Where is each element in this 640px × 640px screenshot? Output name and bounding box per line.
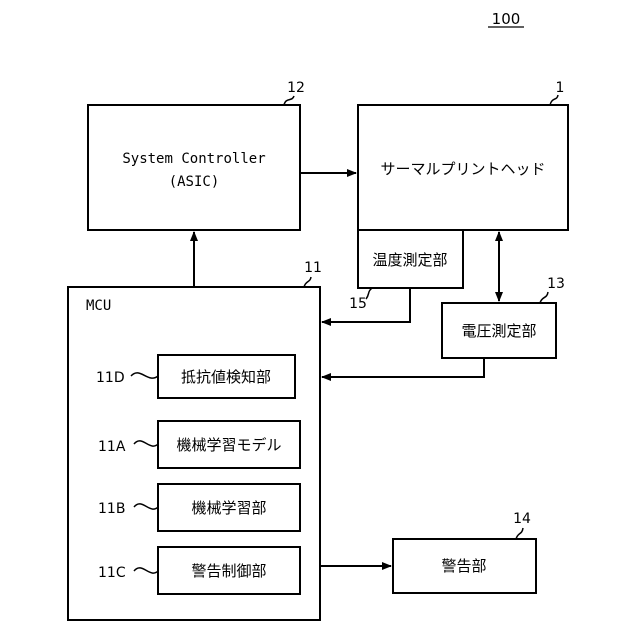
voltage-sensor-ref: 13 — [547, 276, 565, 292]
ml-model-label: 機械学習モデル — [176, 436, 281, 454]
thermal-print-head-label: サーマルプリントヘッド — [380, 160, 545, 178]
system-controller-block: System Controller (ASIC) — [88, 105, 300, 230]
ml-model-ref: 11A — [98, 439, 126, 455]
system-controller-title: System Controller — [122, 151, 265, 167]
temperature-sensor-label: 温度測定部 — [372, 251, 447, 269]
alarm-label: 警告部 — [441, 557, 486, 575]
ml-training-block: 機械学習部 — [158, 484, 300, 531]
resistance-detector-label: 抵抗値検知部 — [181, 368, 271, 386]
thermal-print-head-leader — [550, 95, 558, 105]
ml-training-label: 機械学習部 — [191, 499, 266, 517]
alarm-block: 警告部 — [393, 539, 536, 593]
mcu-ref: 11 — [304, 260, 322, 276]
thermal-print-head-ref: 1 — [556, 80, 565, 96]
mcu-leader — [304, 277, 311, 287]
ml-training-ref: 11B — [98, 501, 125, 517]
thermal-print-head-block: サーマルプリントヘッド — [358, 105, 568, 230]
temperature-sensor-block: 温度測定部 — [358, 230, 463, 288]
resistance-detector-ref: 11D — [96, 370, 125, 386]
temperature-sensor-leader — [366, 288, 372, 299]
voltage-sensor-label: 電圧測定部 — [461, 322, 536, 340]
system-controller-subtitle: (ASIC) — [169, 174, 220, 190]
figure-number: 100 — [492, 10, 521, 28]
voltage-to-mcu-arrow — [322, 358, 484, 377]
alarm-leader — [516, 528, 523, 539]
alarm-ref: 14 — [513, 511, 531, 527]
system-controller-leader — [284, 96, 294, 105]
system-controller-ref: 12 — [287, 80, 305, 96]
mcu-label: MCU — [86, 298, 111, 314]
warning-control-block: 警告制御部 — [158, 547, 300, 594]
ml-model-block: 機械学習モデル — [158, 421, 300, 468]
warning-control-ref: 11C — [98, 565, 126, 581]
voltage-sensor-block: 電圧測定部 — [442, 303, 556, 358]
resistance-detector-block: 抵抗値検知部 — [158, 355, 295, 398]
temperature-sensor-ref: 15 — [349, 296, 367, 312]
warning-control-label: 警告制御部 — [191, 562, 266, 580]
voltage-sensor-leader — [540, 292, 548, 303]
